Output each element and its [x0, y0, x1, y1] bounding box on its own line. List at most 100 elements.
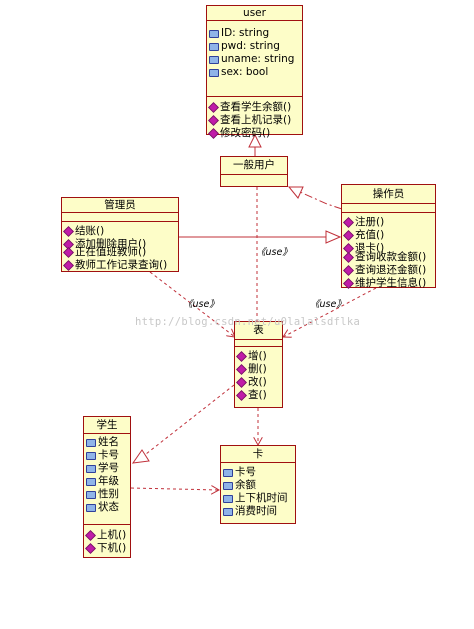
attribute-row: 上下机时间 [223, 492, 295, 505]
attribute-row: 余额 [223, 479, 295, 492]
generalization-arrowhead-user [248, 133, 262, 148]
class-admin-title: 管理员 [62, 198, 178, 213]
operation-row: 查询退还金额() [343, 264, 435, 277]
operation-row: 删() [236, 363, 282, 376]
class-student[interactable]: 学生 姓名 卡号 学号 年级 性别 状态 上机() 下机() [83, 416, 131, 558]
attribute-icon [209, 55, 219, 64]
class-user-attributes: ID: string pwd: string uname: string sex… [207, 21, 302, 97]
watermark: http://blog.csdn.net/u0lalalsdflka [135, 316, 361, 328]
operation-row: 结账() [63, 225, 178, 238]
class-user-operations: 查看学生余额() 查看上机记录() 修改密码() [207, 97, 302, 142]
operation-icon [85, 530, 96, 541]
operation-row: 查() [236, 389, 282, 402]
attribute-icon [223, 481, 233, 490]
class-operator-attributes [342, 204, 435, 213]
stereotype-use-center: 《use》 [256, 247, 292, 258]
operation-icon [63, 260, 74, 271]
attribute-row: 消费时间 [223, 505, 295, 518]
operation-icon [236, 390, 247, 401]
operation-row: 增() [236, 350, 282, 363]
stereotype-use-right: 《use》 [310, 299, 346, 310]
operation-icon [208, 128, 219, 139]
generalization-arrowhead-normaluser [287, 186, 304, 199]
attribute-icon [223, 494, 233, 503]
operation-icon [63, 226, 74, 237]
attribute-row: 学号 [86, 462, 130, 475]
operation-icon [343, 252, 354, 263]
generalization-operator-normaluser [299, 191, 343, 210]
attribute-icon [86, 464, 96, 473]
class-table-title: 表 [235, 322, 282, 340]
attribute-icon [86, 477, 96, 486]
operation-icon [343, 265, 354, 276]
class-card-operations [221, 524, 295, 528]
attribute-row: 状态 [86, 501, 130, 514]
operation-icon [208, 102, 219, 113]
realization-table-student [145, 384, 235, 455]
operation-row: 改() [236, 376, 282, 389]
operation-icon [236, 351, 247, 362]
attribute-row: 年级 [86, 475, 130, 488]
class-student-attributes: 姓名 卡号 学号 年级 性别 状态 [84, 434, 130, 525]
operation-row: 教师工作记录查询() [63, 259, 178, 272]
operation-row: 正在值班教师() [63, 246, 178, 259]
attribute-row: 性别 [86, 488, 130, 501]
attribute-icon [209, 29, 219, 38]
class-operator-title: 操作员 [342, 185, 435, 204]
operation-icon [343, 230, 354, 241]
class-normal-user-title: 一般用户 [221, 157, 287, 175]
stereotype-use-left: 《use》 [183, 299, 219, 310]
realization-arrowhead-student [131, 449, 150, 464]
attribute-row: uname: string [209, 53, 302, 66]
class-table-attributes [235, 340, 282, 347]
attribute-row: pwd: string [209, 40, 302, 53]
operation-icon [236, 364, 247, 375]
attribute-icon [223, 507, 233, 516]
attribute-icon [86, 503, 96, 512]
operation-icon [343, 217, 354, 228]
attribute-row: sex: bool [209, 66, 302, 79]
operation-row: 查看学生余额() [208, 101, 302, 114]
operation-icon [208, 115, 219, 126]
operation-icon [85, 543, 96, 554]
class-operator-operations: 注册() 充值() 退卡() 查询收款金额() 查询退还金额() 维护学生信息(… [342, 213, 435, 292]
class-student-title: 学生 [84, 417, 130, 434]
class-table-operations: 增() 删() 改() 查() [235, 347, 282, 404]
generalization-arrowhead-operator [325, 230, 342, 244]
class-operator[interactable]: 操作员 注册() 充值() 退卡() 查询收款金额() 查询退还金额() 维护学… [341, 184, 436, 289]
class-normal-user[interactable]: 一般用户 [220, 156, 288, 187]
operation-row: 添加删除用户() [63, 238, 178, 251]
class-user[interactable]: user ID: string pwd: string uname: strin… [206, 5, 303, 139]
class-admin-operations: 结账() 添加删除用户() 正在值班教师() 教师工作记录查询() [62, 222, 178, 274]
attribute-row: 卡号 [86, 449, 130, 462]
operation-icon [343, 278, 354, 289]
class-student-operations: 上机() 下机() [84, 525, 130, 557]
attribute-row: ID: string [209, 27, 302, 40]
operation-row: 查询收款金额() [343, 251, 435, 264]
operation-icon [63, 247, 74, 258]
attribute-row: 卡号 [223, 466, 295, 479]
attribute-icon [86, 438, 96, 447]
class-admin[interactable]: 管理员 结账() 添加删除用户() 正在值班教师() 教师工作记录查询() [61, 197, 179, 272]
attribute-icon [209, 42, 219, 51]
attribute-icon [209, 68, 219, 77]
operation-row: 退卡() [343, 242, 435, 255]
class-user-title: user [207, 6, 302, 21]
class-card-attributes: 卡号 余额 上下机时间 消费时间 [221, 463, 295, 524]
operation-row: 注册() [343, 216, 435, 229]
attribute-icon [86, 490, 96, 499]
operation-row: 修改密码() [208, 127, 302, 140]
attribute-icon [86, 451, 96, 460]
operation-row: 下机() [85, 542, 130, 555]
class-table[interactable]: 表 增() 删() 改() 查() [234, 321, 283, 408]
operation-row: 查看上机记录() [208, 114, 302, 127]
operation-row: 维护学生信息() [343, 277, 435, 290]
operation-row: 上机() [85, 529, 130, 542]
class-admin-attributes [62, 213, 178, 222]
class-card-title: 卡 [221, 446, 295, 463]
attribute-row: 姓名 [86, 436, 130, 449]
operation-row: 充值() [343, 229, 435, 242]
dependency-student-card [130, 488, 219, 490]
class-card[interactable]: 卡 卡号 余额 上下机时间 消费时间 [220, 445, 296, 524]
